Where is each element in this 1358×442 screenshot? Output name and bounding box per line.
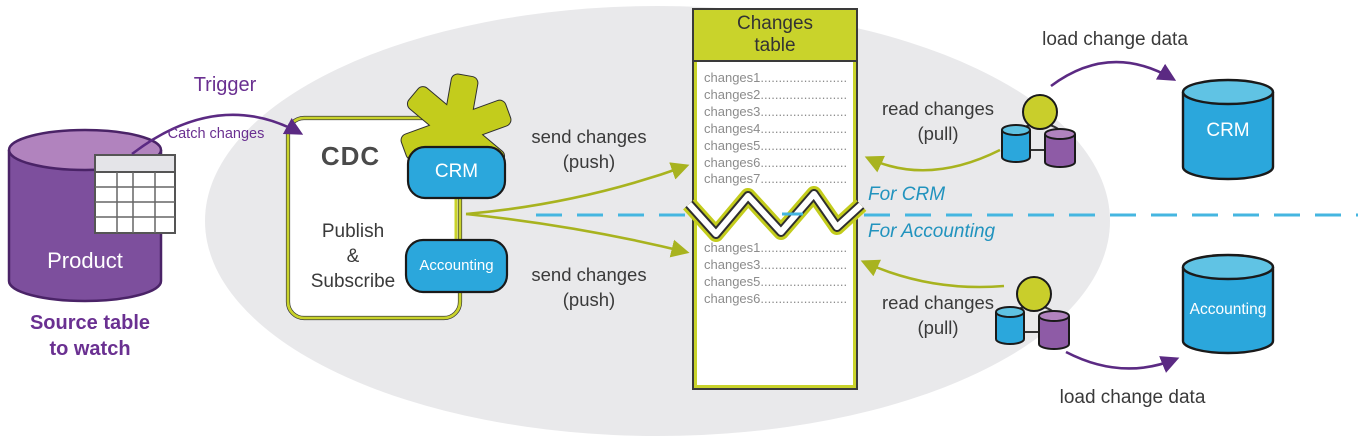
- push-arrow-top: [465, 162, 690, 216]
- for-crm-label: For CRM: [868, 184, 946, 205]
- table-row: changes4........................: [704, 120, 848, 136]
- table-row: changes3........................: [704, 256, 848, 272]
- send-changes-push-bottom-label: send changes (push): [508, 262, 670, 312]
- read-top-line2: (pull): [917, 123, 959, 144]
- table-break-zigzag: [683, 186, 867, 242]
- changes-table-rows-top: changes1........................ changes…: [704, 70, 850, 188]
- accounting-publication-badge: [404, 238, 509, 294]
- trigger-arrow: [131, 113, 304, 156]
- read-bottom-line2: (pull): [917, 317, 959, 338]
- read-bottom-line1: read changes: [881, 292, 995, 313]
- table-row: changes5........................: [704, 137, 848, 153]
- cdc-title: CDC: [320, 141, 381, 171]
- send-bottom-line1: send changes: [531, 264, 647, 285]
- changes-table-title-line2: table: [754, 35, 796, 56]
- load-change-data-bottom-label: load change data: [1059, 387, 1206, 408]
- catch-changes-label: Catch changes: [167, 126, 265, 142]
- for-accounting-label: For Accounting: [868, 221, 996, 242]
- table-row: changes6........................: [704, 290, 848, 306]
- table-grid-icon: [94, 154, 176, 234]
- read-top-line1: read changes: [881, 98, 995, 119]
- table-row: changes1........................: [704, 240, 848, 255]
- table-row: changes7........................: [704, 171, 848, 187]
- source-table-caption: Source table to watch: [0, 310, 180, 362]
- publish-subscribe-label: Publish & Subscribe: [290, 219, 416, 294]
- changes-table-title-line1: Changes: [736, 13, 814, 34]
- send-top-line1: send changes: [531, 126, 647, 147]
- crm-database-label: CRM: [1206, 120, 1250, 141]
- read-changes-pull-bottom-label: read changes (pull): [858, 290, 1018, 340]
- send-bottom-line2: (push): [562, 289, 616, 310]
- changes-table: Changes table changes1..................…: [692, 8, 858, 390]
- send-changes-push-top-label: send changes (push): [508, 124, 670, 174]
- changes-table-header: Changes table: [694, 10, 856, 62]
- pubsub-line3: Subscribe: [310, 271, 396, 292]
- source-caption-line1: Source table: [29, 312, 151, 334]
- table-row: changes1........................: [704, 70, 848, 85]
- send-top-line2: (push): [562, 151, 616, 172]
- pubsub-line1: Publish: [321, 221, 385, 242]
- table-row: changes5........................: [704, 273, 848, 289]
- accounting-database-cylinder: [1181, 253, 1275, 355]
- changes-table-rows-bottom: changes1........................ changes…: [704, 240, 850, 308]
- load-arrow-top: [1050, 60, 1177, 88]
- source-caption-line2: to watch: [49, 338, 131, 360]
- table-row: changes6........................: [704, 154, 848, 170]
- accounting-badge-label: Accounting: [419, 257, 494, 274]
- product-cylinder-label: Product: [47, 248, 123, 273]
- crm-publication-badge: [406, 145, 507, 200]
- accounting-database-label: Accounting: [1189, 301, 1267, 318]
- read-changes-pull-top-label: read changes (pull): [858, 96, 1018, 146]
- table-row: changes2........................: [704, 86, 848, 102]
- crm-database-cylinder: [1181, 78, 1275, 181]
- push-arrow-bottom: [465, 212, 690, 258]
- crm-badge-label: CRM: [434, 161, 479, 182]
- pull-arrow-top: [864, 148, 1001, 173]
- pubsub-line2: &: [346, 246, 360, 267]
- pull-arrow-bottom: [860, 259, 1005, 289]
- table-row: changes3........................: [704, 103, 848, 119]
- trigger-label: Trigger: [193, 74, 257, 96]
- load-arrow-bottom: [1065, 350, 1180, 373]
- load-change-data-top-label: load change data: [1042, 29, 1188, 50]
